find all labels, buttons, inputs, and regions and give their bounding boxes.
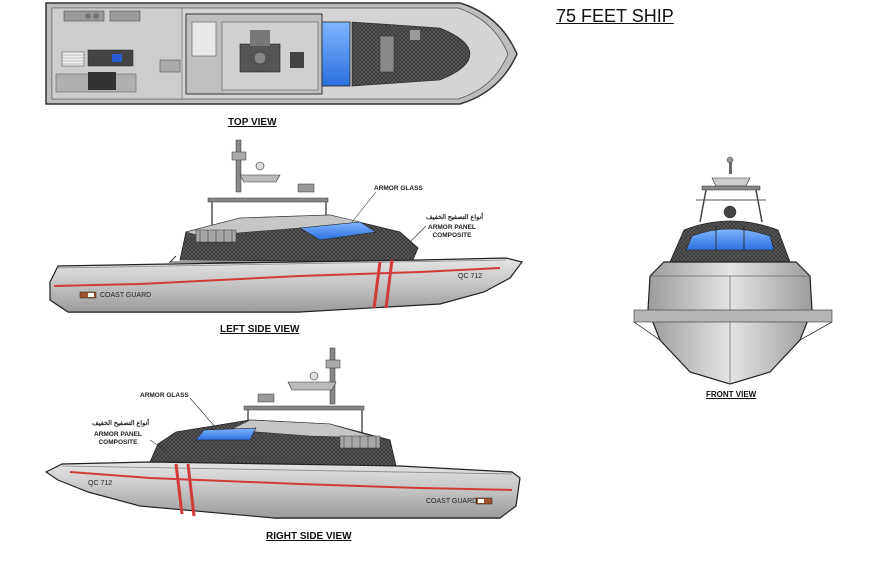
arabic-label-left: أنواع التصفيح الخفيف bbox=[426, 214, 484, 221]
armor-glass-label-right: ARMOR GLASS bbox=[140, 392, 189, 399]
arabic-label-right: أنواع التصفيح الخفيف bbox=[92, 420, 150, 427]
right-side-view-caption: RIGHT SIDE VIEW bbox=[266, 531, 352, 542]
left-side-view-caption: LEFT SIDE VIEW bbox=[220, 324, 300, 335]
hull-code-right: QC 712 bbox=[88, 480, 113, 487]
front-view bbox=[633, 156, 833, 385]
coast-guard-left: COAST GUARD bbox=[100, 292, 152, 299]
hull-code-left: QC 712 bbox=[458, 273, 483, 280]
front-view-caption: FRONT VIEW bbox=[706, 390, 757, 399]
coast-guard-right: COAST GUARD bbox=[426, 498, 478, 505]
right-side-view bbox=[44, 347, 521, 519]
left-side-view bbox=[49, 139, 524, 313]
top-view bbox=[45, 2, 518, 105]
armor-glass-label-left: ARMOR GLASS bbox=[374, 185, 423, 192]
top-view-caption: TOP VIEW bbox=[228, 117, 277, 128]
page-title: 75 FEET SHIP bbox=[556, 6, 674, 26]
